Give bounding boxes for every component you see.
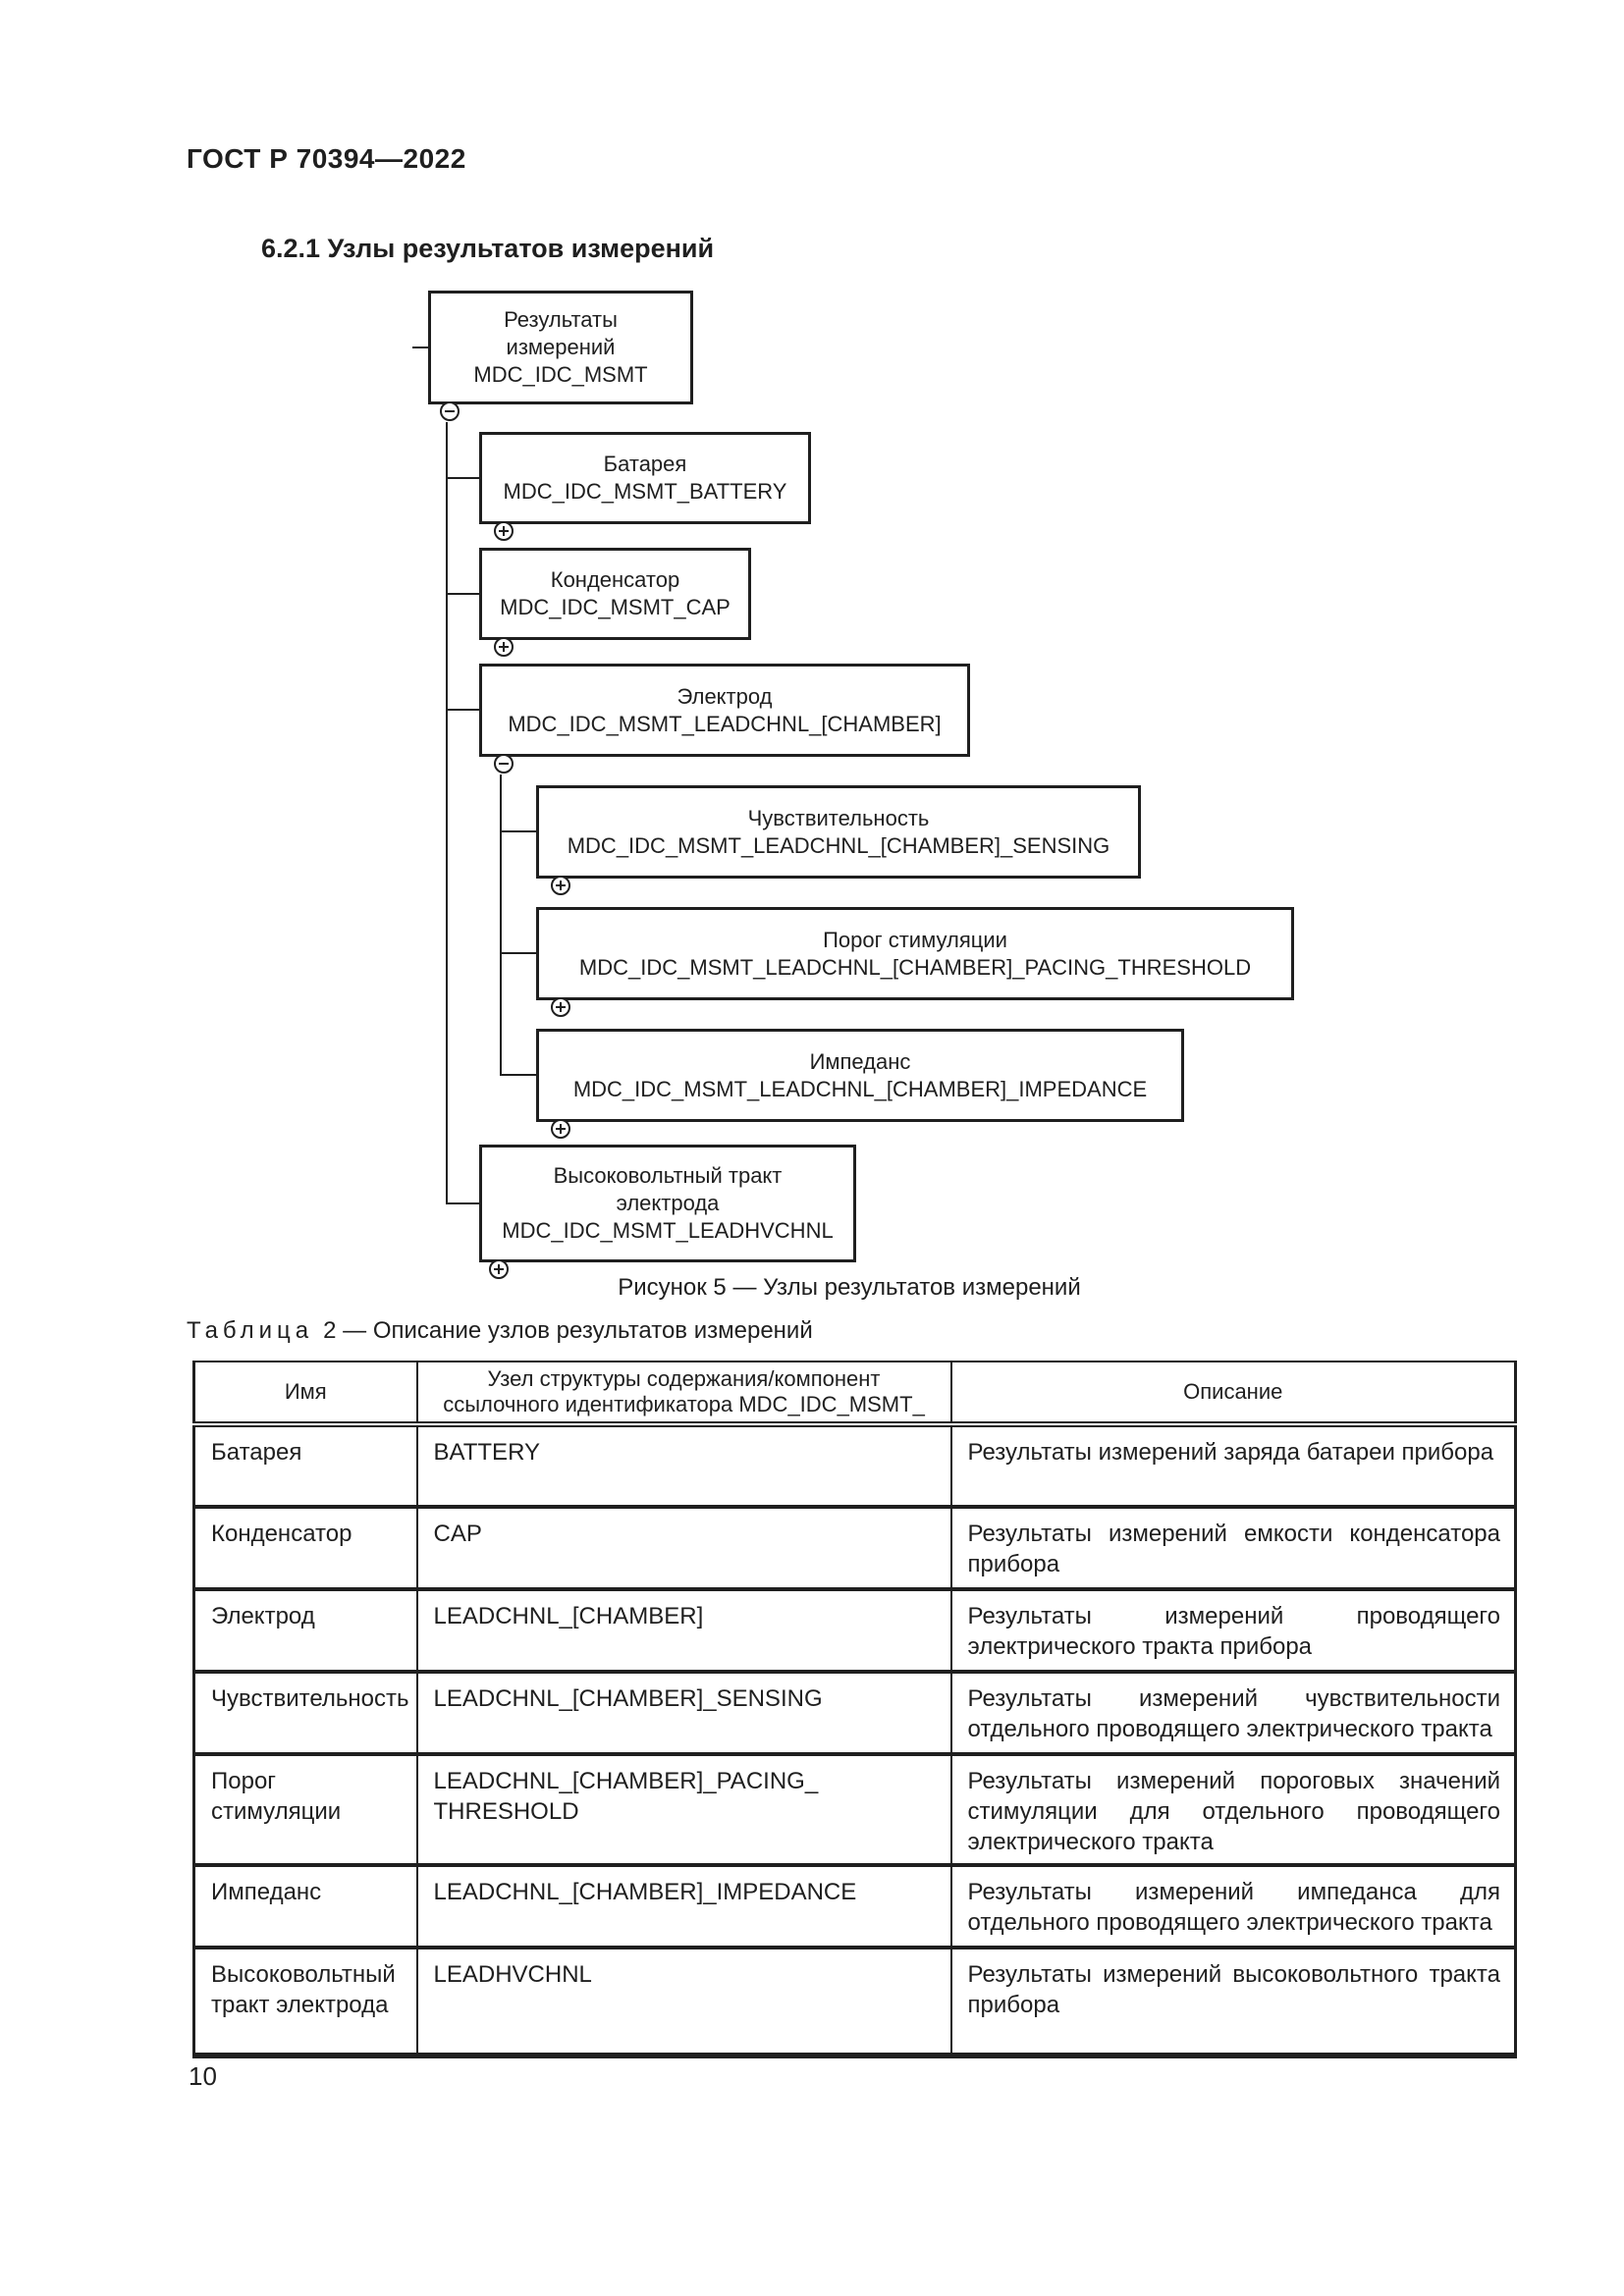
connector-line <box>500 952 536 954</box>
tree-node-impedance: Импеданс MDC_IDC_MSMT_LEADCHNL_[CHAMBER]… <box>536 1029 1184 1139</box>
cell-node: LEADCHNL_[CHAMBER]_SENSING <box>415 1670 951 1754</box>
expand-plus-icon <box>551 997 570 1017</box>
page-number: 10 <box>189 2061 217 2091</box>
cell-description: Результаты измерений пороговых значений … <box>949 1752 1516 1865</box>
tree-node-label: Результаты измерений <box>504 307 618 359</box>
tree-node-code: MDC_IDC_MSMT_BATTERY <box>503 479 787 504</box>
connector-line <box>446 709 479 711</box>
table-row: Чувствительность LEADCHNL_[CHAMBER]_SENS… <box>193 1670 1516 1754</box>
table-caption-dash: — <box>343 1317 367 1344</box>
table-caption: Таблица 2 — Описание узлов результатов из… <box>187 1317 813 1345</box>
connector-line <box>412 347 428 348</box>
table-header-row: Имя Узел структуры содержания/компонент … <box>193 1362 1516 1427</box>
table-caption-number: 2 <box>323 1317 337 1344</box>
cell-description: Результаты измерений заряда батареи приб… <box>949 1424 1516 1507</box>
cell-node: LEADCHNL_[CHAMBER]_IMPEDANCE <box>415 1863 951 1948</box>
cell-description: Результаты измерений чувствительности от… <box>949 1670 1516 1754</box>
tree-node-code: MDC_IDC_MSMT_LEADCHNL_[CHAMBER]_SENSING <box>567 832 1110 858</box>
tree-node-code: MDC_IDC_MSMT_LEADCHNL_[CHAMBER]_IMPEDANC… <box>572 1076 1148 1101</box>
table-caption-title: Описание узлов результатов измерений <box>372 1317 813 1344</box>
expand-plus-icon <box>489 1259 509 1279</box>
tree-node-code: MDC_IDC_MSMT_LEADHVCHNL <box>502 1218 834 1243</box>
tree-node-label: Электрод <box>677 683 773 709</box>
table-row: Порог стимуляции LEADCHNL_[CHAMBER]_PACI… <box>193 1752 1516 1865</box>
connector-line <box>446 477 479 479</box>
expand-plus-icon <box>551 1119 570 1139</box>
document-code: ГОСТ Р 70394—2022 <box>187 143 466 174</box>
column-header-name: Имя <box>193 1362 417 1427</box>
cell-name: Электрод <box>193 1587 417 1672</box>
tree-node-label: Высоковольтный тракт электрода <box>553 1163 783 1215</box>
cell-name: Высоковольтный тракт электрода <box>193 1946 417 2056</box>
column-header-node: Узел структуры содержания/компонент ссыл… <box>415 1362 951 1427</box>
table-row: Батарея BATTERY Результаты измерений зар… <box>194 1424 1516 1507</box>
tree-node-code: MDC_IDC_MSMT_CAP <box>500 595 731 619</box>
tree-node-battery: Батарея MDC_IDC_MSMT_BATTERY <box>479 432 811 541</box>
cell-description: Результаты измерений емкости конденсатор… <box>949 1505 1516 1589</box>
table-caption-label: Таблица <box>187 1317 314 1344</box>
expand-plus-icon <box>494 521 514 541</box>
cell-description: Результаты измерений импеданса для отдел… <box>949 1863 1516 1948</box>
cell-name: Чувствительность <box>193 1670 417 1754</box>
tree-node-capacitor: Конденсатор MDC_IDC_MSMT_CAP <box>479 548 751 657</box>
connector-line <box>446 593 479 595</box>
cell-name: Импеданс <box>193 1863 417 1948</box>
connector-line <box>500 830 536 832</box>
tree-node-label: Чувствительность <box>747 805 930 830</box>
results-table: Имя Узел структуры содержания/компонент … <box>192 1361 1517 2058</box>
tree-node-code: MDC_IDC_MSMT <box>473 362 648 387</box>
collapse-minus-icon <box>440 401 460 421</box>
expand-plus-icon <box>551 876 570 895</box>
section-heading: 6.2.1 Узлы результатов измерений <box>261 234 715 263</box>
tree-node-label: Импеданс <box>809 1048 911 1074</box>
tree-node-electrode: Электрод MDC_IDC_MSMT_LEADCHNL_[CHAMBER] <box>479 664 970 774</box>
cell-node: LEADCHNL_[CHAMBER]_PACING_ THRESHOLD <box>415 1752 951 1865</box>
cell-node: LEADHVCHNL <box>415 1946 951 2056</box>
tree-node-hv-channel: Высоковольтный тракт электрода MDC_IDC_M… <box>479 1145 856 1279</box>
cell-name: Конденсатор <box>193 1505 417 1589</box>
tree-trunk-line <box>446 422 448 1204</box>
tree-node-label: Конденсатор <box>550 567 680 592</box>
cell-node: CAP <box>415 1505 951 1589</box>
connector-line <box>446 1202 479 1204</box>
collapse-minus-icon <box>494 754 514 774</box>
cell-name: Батарея <box>211 1439 302 1466</box>
figure-caption: Рисунок 5 — Узлы результатов измерений <box>618 1274 1081 1301</box>
tree-node-sensing: Чувствительность MDC_IDC_MSMT_LEADCHNL_[… <box>536 785 1141 895</box>
cell-node: BATTERY <box>415 1424 951 1507</box>
tree-node-code: MDC_IDC_MSMT_LEADCHNL_[CHAMBER] <box>508 711 942 736</box>
expand-plus-icon <box>494 637 514 657</box>
cell-description: Результаты измерений высоковольтного тра… <box>949 1946 1516 2056</box>
table-row: Высоковольтный тракт электрода LEADHVCHN… <box>193 1946 1516 2056</box>
cell-name: Порог стимуляции <box>193 1752 417 1865</box>
tree-node-code: MDC_IDC_MSMT_LEADCHNL_[CHAMBER]_PACING_T… <box>578 954 1252 980</box>
tree-node-label: Порог стимуляции <box>823 927 1007 952</box>
table-row: Конденсатор CAP Результаты измерений емк… <box>193 1505 1516 1589</box>
tree-node-label: Батарея <box>603 452 687 476</box>
tree-node-pacing-threshold: Порог стимуляции MDC_IDC_MSMT_LEADCHNL_[… <box>536 907 1294 1017</box>
table-row: Электрод LEADCHNL_[CHAMBER] Результаты и… <box>193 1587 1516 1672</box>
cell-node: LEADCHNL_[CHAMBER] <box>415 1587 951 1672</box>
tree-subtrunk-line <box>500 774 502 1076</box>
connector-line <box>500 1074 536 1076</box>
table-row: Импеданс LEADCHNL_[CHAMBER]_IMPEDANCE Ре… <box>193 1863 1516 1948</box>
tree-node-measurement-results: Результаты измерений MDC_IDC_MSMT <box>428 291 693 421</box>
cell-description: Результаты измерений проводящего электри… <box>949 1587 1516 1672</box>
column-header-description: Описание <box>949 1362 1516 1427</box>
